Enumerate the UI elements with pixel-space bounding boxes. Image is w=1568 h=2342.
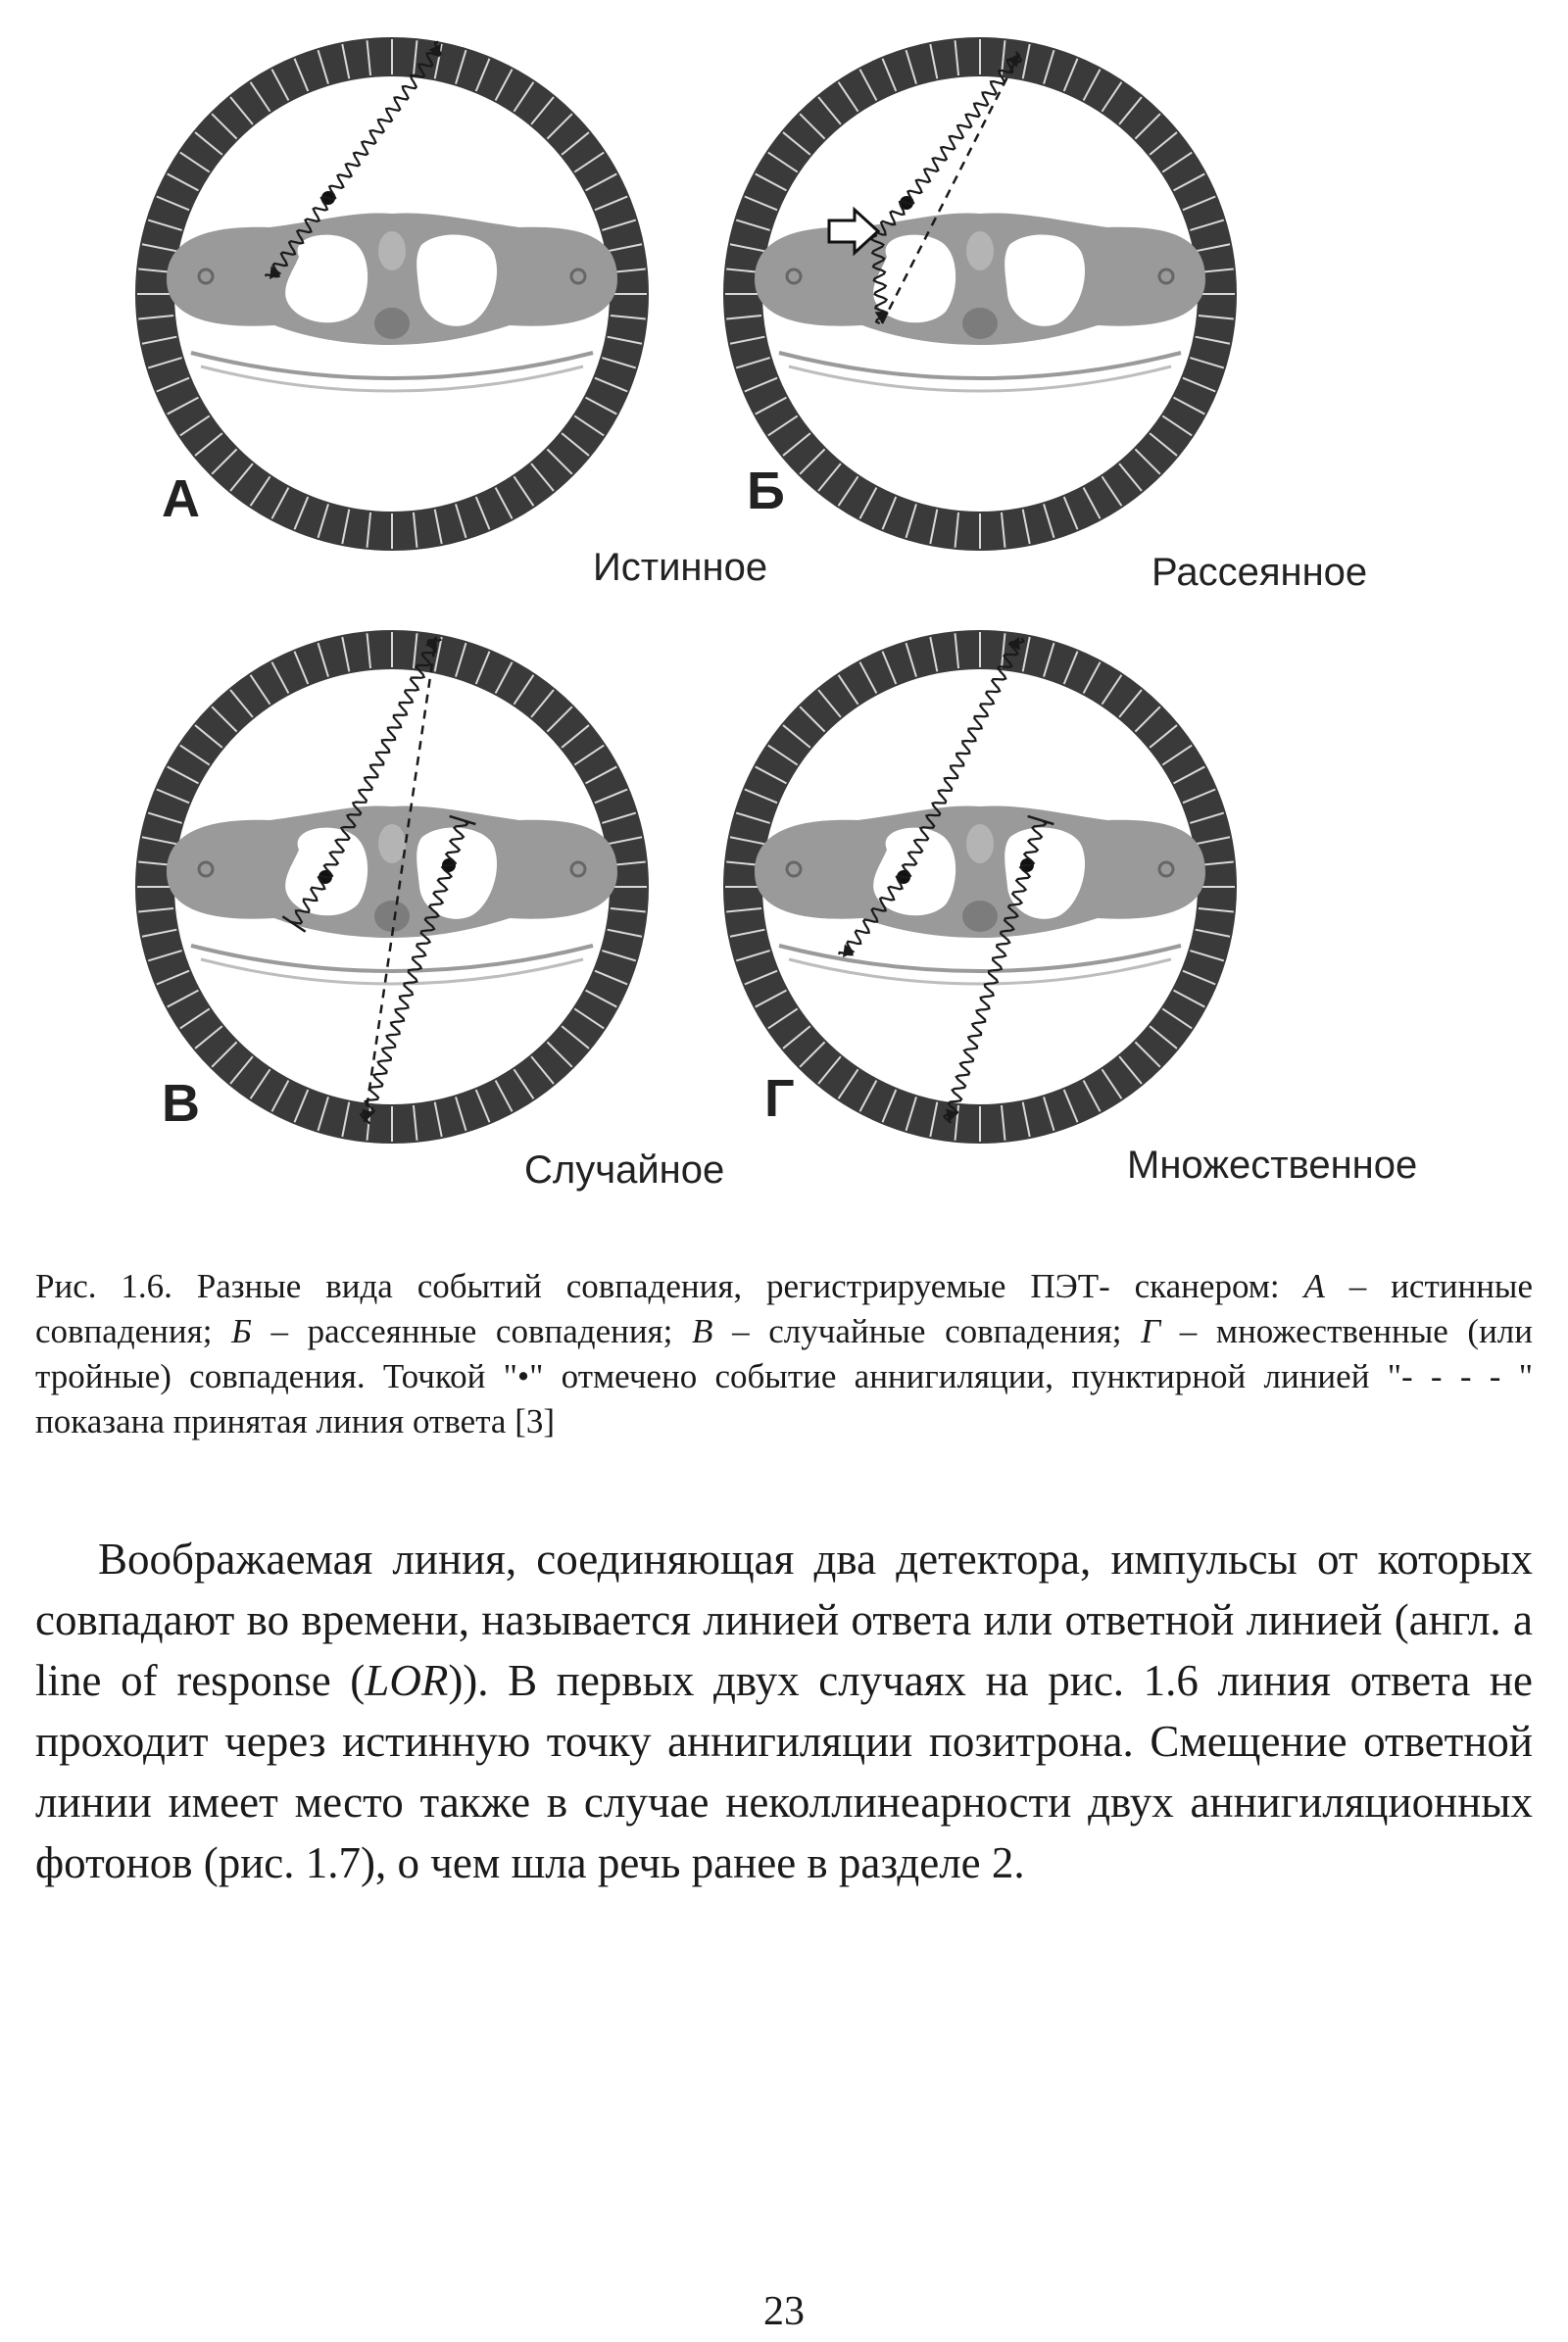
spine: [962, 308, 998, 339]
body-paragraph: Воображаемая линия, соединяющая два дете…: [35, 1529, 1533, 1893]
spine: [374, 308, 410, 339]
panel-c-letter: В: [162, 1073, 200, 1134]
panel-d-letter: Г: [764, 1068, 795, 1129]
page-number: 23: [0, 2288, 1568, 2335]
couch-top: [191, 946, 593, 971]
caption-seg: – случайные совпадения;: [712, 1312, 1141, 1350]
panel-b-letter: Б: [747, 461, 785, 521]
figure-caption: Рис. 1.6. Разные вида событий совпадения…: [35, 1264, 1533, 1444]
couch-top: [779, 353, 1181, 378]
couch-top: [779, 946, 1181, 971]
trachea: [378, 824, 406, 863]
trachea: [966, 231, 994, 270]
trachea: [378, 231, 406, 270]
spine: [962, 901, 998, 932]
paragraph-lor-term: LOR: [365, 1656, 448, 1705]
panel-a-caption: Истинное: [593, 546, 767, 590]
caption-letter-v: В: [692, 1312, 712, 1350]
caption-letter-b: Б: [231, 1312, 252, 1350]
panel-c-caption: Случайное: [524, 1148, 724, 1193]
trachea: [966, 824, 994, 863]
panel-d-caption: Множественное: [1127, 1144, 1417, 1188]
caption-letter-g: Г: [1141, 1312, 1160, 1350]
caption-seg: – рассеянные совпадения;: [252, 1312, 692, 1350]
caption-seg: Рис. 1.6. Разные вида событий совпадения…: [35, 1267, 1304, 1305]
caption-letter-a: А: [1304, 1267, 1325, 1305]
couch-top: [191, 353, 593, 378]
panel-a-letter: А: [162, 468, 200, 529]
panel-b-caption: Рассеянное: [1152, 551, 1367, 595]
spine: [374, 901, 410, 932]
figure-1-6: А Б В Г Истинное Рассеянное Случайное Мн…: [0, 0, 1568, 1225]
